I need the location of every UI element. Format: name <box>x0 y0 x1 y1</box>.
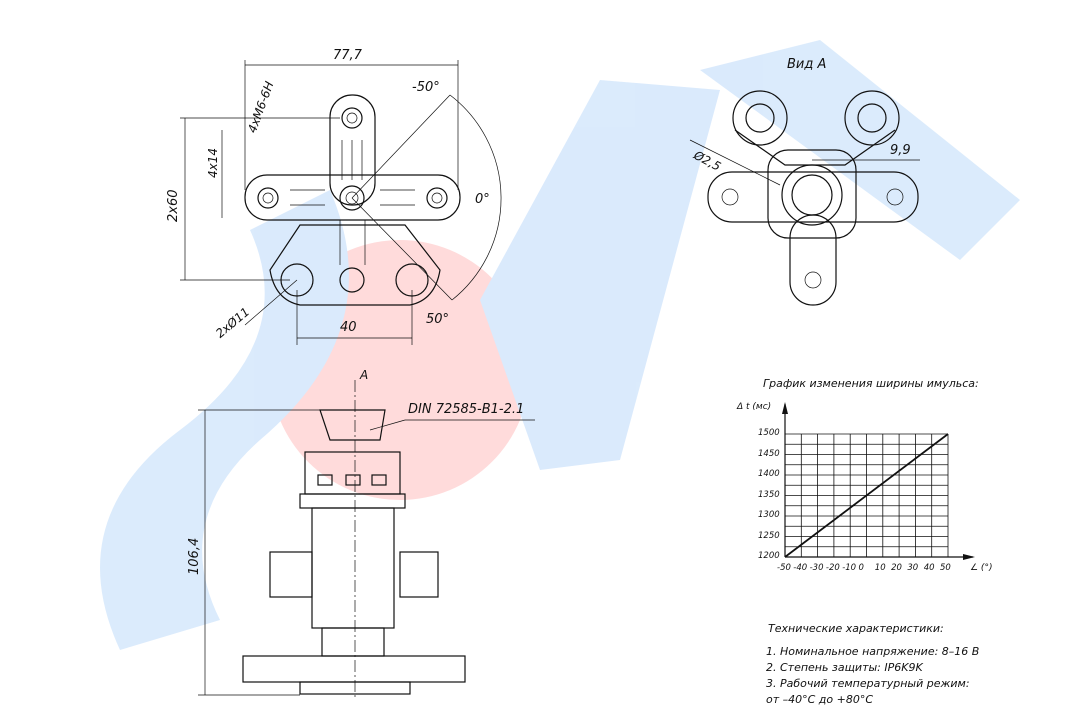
x-tick-label: 50 <box>940 563 951 573</box>
chart-title: График изменения ширины имульса: <box>763 377 979 390</box>
watermark-logo <box>100 40 1020 650</box>
pulse-width-chart <box>782 402 975 560</box>
spec-item: 1. Номинальное напряжение: 8–16 В <box>766 645 980 658</box>
chart-xlabel: ∠ (°) <box>970 563 993 573</box>
dim-height-2x60: 2x60 <box>166 189 181 222</box>
side-view-part <box>198 380 535 700</box>
y-tick-label: 1450 <box>758 448 780 459</box>
chart-ylabel: Δ t (мс) <box>737 402 772 412</box>
dim-angle-pos: 50° <box>426 312 450 327</box>
x-tick-label: -40 <box>793 563 808 573</box>
x-tick-label: -50 <box>777 563 791 573</box>
y-tick-label: 1250 <box>758 530 780 541</box>
dim-total-height: 106,4 <box>187 537 202 575</box>
y-tick-label: 1400 <box>758 469 780 479</box>
spec-item: от –40°С до +80°С <box>766 693 874 706</box>
dim-angle-zero: 0° <box>475 192 490 207</box>
specs-title: Технические характеристики: <box>768 622 944 635</box>
y-axis-arrow <box>782 402 788 414</box>
spec-item: 2. Степень защиты: IP6K9K <box>766 661 923 674</box>
dim-depth: 4x14 <box>206 147 220 178</box>
x-axis-arrow <box>963 554 975 560</box>
y-tick-label: 1200 <box>758 551 780 561</box>
x-tick-label: 40 <box>923 563 935 573</box>
x-tick-label: -30 <box>809 563 824 573</box>
dim-width: 77,7 <box>333 48 362 63</box>
y-tick-label: 1500 <box>758 428 780 438</box>
x-tick-label: 10 <box>874 563 886 573</box>
view-arrow-label: A <box>360 368 369 382</box>
view-a-title: Вид А <box>787 57 827 72</box>
y-tick-label: 1350 <box>758 489 780 500</box>
connector-label: DIN 72585-B1-2.1 <box>408 402 525 417</box>
x-tick-label: 20 <box>891 563 902 573</box>
x-tick-label: 0 <box>858 563 864 573</box>
view-a-part <box>689 90 920 306</box>
series-line <box>784 433 949 558</box>
dim-angle-neg: -50° <box>412 80 440 95</box>
x-tick-label: -20 <box>825 563 840 573</box>
x-tick-label: 30 <box>907 563 919 573</box>
dim-spacing: 40 <box>340 320 357 335</box>
spec-item: 3. Рабочий температурный режим: <box>766 677 970 690</box>
top-view-part <box>180 60 502 345</box>
y-tick-label: 1300 <box>758 510 780 520</box>
x-tick-label: -10 <box>842 563 857 573</box>
view-a-offset: 9,9 <box>890 143 911 158</box>
